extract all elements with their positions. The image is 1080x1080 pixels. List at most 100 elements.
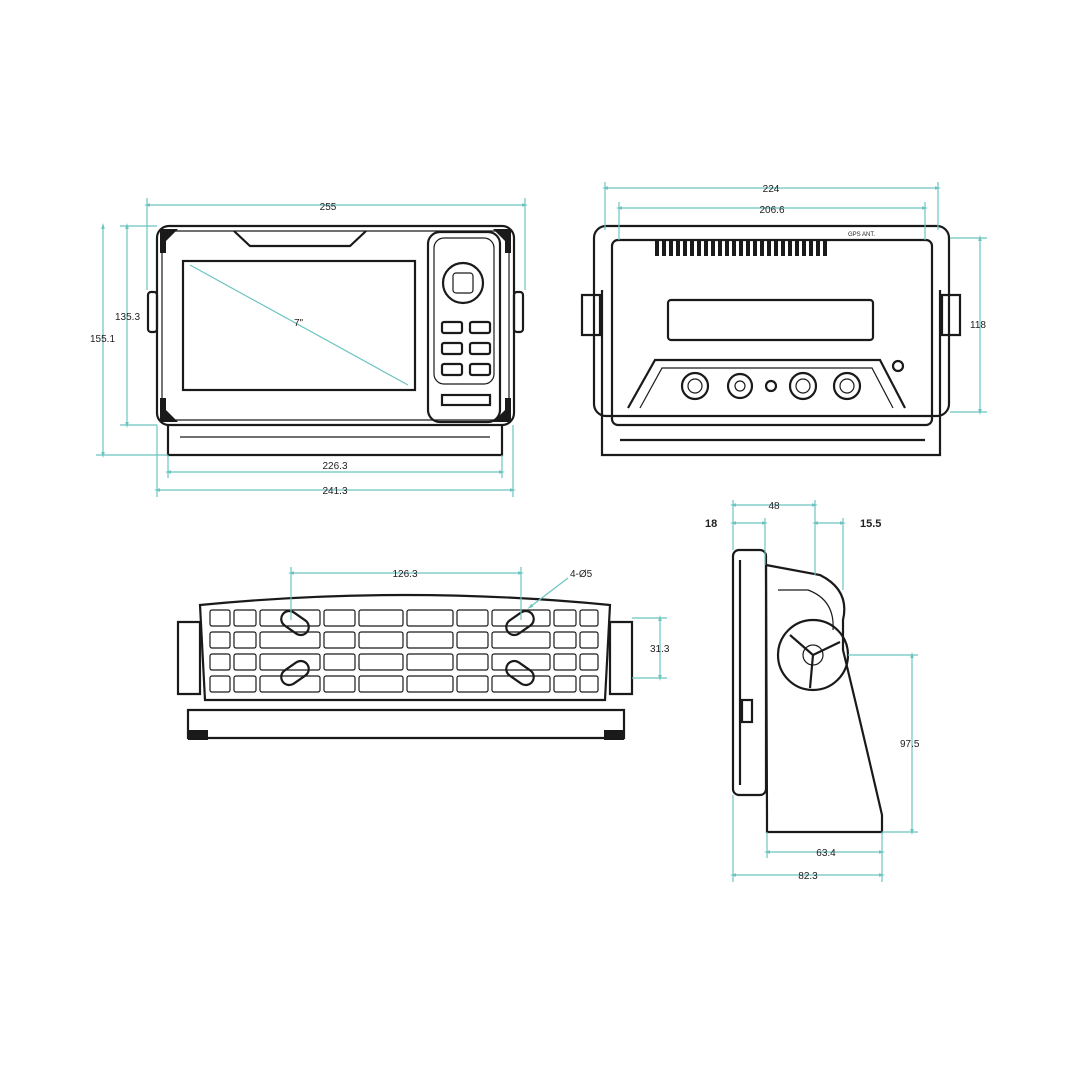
front-dimensions: 255 135.3 155.1 226.3 241.3 — [90, 198, 528, 497]
rib-cell — [553, 631, 577, 649]
rib-cell — [323, 675, 356, 693]
heat-sink-fin — [788, 240, 792, 256]
back-view: GPS ANT. — [580, 224, 962, 457]
rib-cell — [491, 631, 551, 649]
gps-antenna-label: GPS ANT. — [848, 232, 875, 238]
connector-panel — [627, 358, 906, 409]
rib-cell — [358, 675, 404, 693]
rib-cell — [491, 675, 551, 693]
rib-cell — [406, 653, 454, 671]
keypad-panel — [426, 230, 502, 424]
ground-screw — [891, 359, 905, 373]
rib-cell — [209, 675, 231, 693]
heat-sink-fin — [823, 240, 827, 256]
back-bracket — [600, 290, 942, 457]
dpad-button — [441, 261, 485, 305]
rib-cell — [456, 609, 489, 627]
heat-sink-fin — [746, 240, 750, 256]
keypad-buttons — [440, 320, 492, 377]
heat-sink-fin — [739, 240, 743, 256]
rib-cell — [358, 609, 404, 627]
bottom-rib-grid — [209, 609, 599, 693]
dim-height: 155.1 — [90, 334, 115, 345]
heat-sink-fin — [760, 240, 764, 256]
bottom-knobs — [176, 620, 634, 696]
dim-back-inner-width: 206.6 — [759, 205, 784, 216]
heat-sink-fin — [781, 240, 785, 256]
heat-sink-fins — [655, 240, 827, 256]
heat-sink-fin — [774, 240, 778, 256]
screen-diagonal — [189, 264, 409, 386]
heat-sink-fin — [683, 240, 687, 256]
dim-holes-label: 4-Ø5 — [570, 569, 593, 580]
rib-cell — [209, 653, 231, 671]
side-port — [740, 698, 754, 724]
side-housing — [731, 548, 768, 797]
connectors — [680, 371, 862, 401]
rib-cell — [358, 653, 404, 671]
heat-sink-fin — [676, 240, 680, 256]
mounting-slots — [280, 609, 535, 687]
screen-size-label: 7" — [294, 318, 304, 329]
rib-cell — [259, 675, 321, 693]
dim-base-depth: 63.4 — [816, 848, 836, 859]
bottom-dimensions: 126.3 4-Ø5 31.3 — [288, 567, 670, 681]
dim-base-inner: 226.3 — [322, 461, 347, 472]
heat-sink-fin — [662, 240, 666, 256]
rib-cell — [579, 653, 599, 671]
dim-knob-offset: 15.5 — [860, 518, 881, 530]
rib-cell — [456, 631, 489, 649]
rib-cell — [233, 675, 257, 693]
dim-hole-spacing: 126.3 — [392, 569, 417, 580]
front-base — [166, 425, 504, 457]
heat-sink-fin — [725, 240, 729, 256]
rib-cell — [406, 631, 454, 649]
back-label-recess — [666, 298, 875, 342]
dim-front-depth: 18 — [705, 518, 717, 530]
bottom-view — [176, 593, 634, 740]
back-dimensions: 224 206.6 118 — [602, 182, 987, 415]
side-bracket — [764, 563, 884, 834]
rib-cell — [233, 609, 257, 627]
rib-cell — [406, 609, 454, 627]
heat-sink-fin — [711, 240, 715, 256]
rib-cell — [233, 631, 257, 649]
rib-cell — [553, 609, 577, 627]
side-dimensions: 48 18 15.5 97.5 63.4 82.3 — [705, 500, 920, 882]
dim-screen-height: 135.3 — [115, 312, 140, 323]
heat-sink-fin — [767, 240, 771, 256]
rib-cell — [553, 653, 577, 671]
rib-cell — [553, 675, 577, 693]
bottom-housing-edge — [186, 708, 626, 740]
rib-cell — [491, 653, 551, 671]
rib-cell — [579, 609, 599, 627]
bottom-bracket-plate — [198, 593, 612, 702]
corner-bumpers — [160, 229, 511, 422]
dim-back-height: 118 — [970, 320, 986, 331]
right-knob — [512, 290, 525, 334]
rib-cell — [209, 631, 231, 649]
heat-sink-fin — [697, 240, 701, 256]
dim-width: 255 — [320, 202, 337, 213]
rib-cell — [323, 653, 356, 671]
rib-cell — [358, 631, 404, 649]
heat-sink-fin — [732, 240, 736, 256]
rib-cell — [406, 675, 454, 693]
heat-sink-fin — [718, 240, 722, 256]
heat-sink-fin — [669, 240, 673, 256]
dim-back-width: 224 — [763, 184, 780, 195]
heat-sink-fin — [809, 240, 813, 256]
dim-bracket-depth: 31.3 — [650, 644, 670, 655]
side-view — [731, 548, 884, 834]
rib-cell — [456, 675, 489, 693]
heat-sink-fin — [753, 240, 757, 256]
heat-sink-fin — [704, 240, 708, 256]
rib-cell — [579, 675, 599, 693]
label-plate — [440, 393, 492, 407]
dim-bracket-height: 97.5 — [900, 739, 920, 750]
rib-cell — [233, 653, 257, 671]
dim-total-depth: 82.3 — [798, 871, 818, 882]
heat-sink-fin — [816, 240, 820, 256]
